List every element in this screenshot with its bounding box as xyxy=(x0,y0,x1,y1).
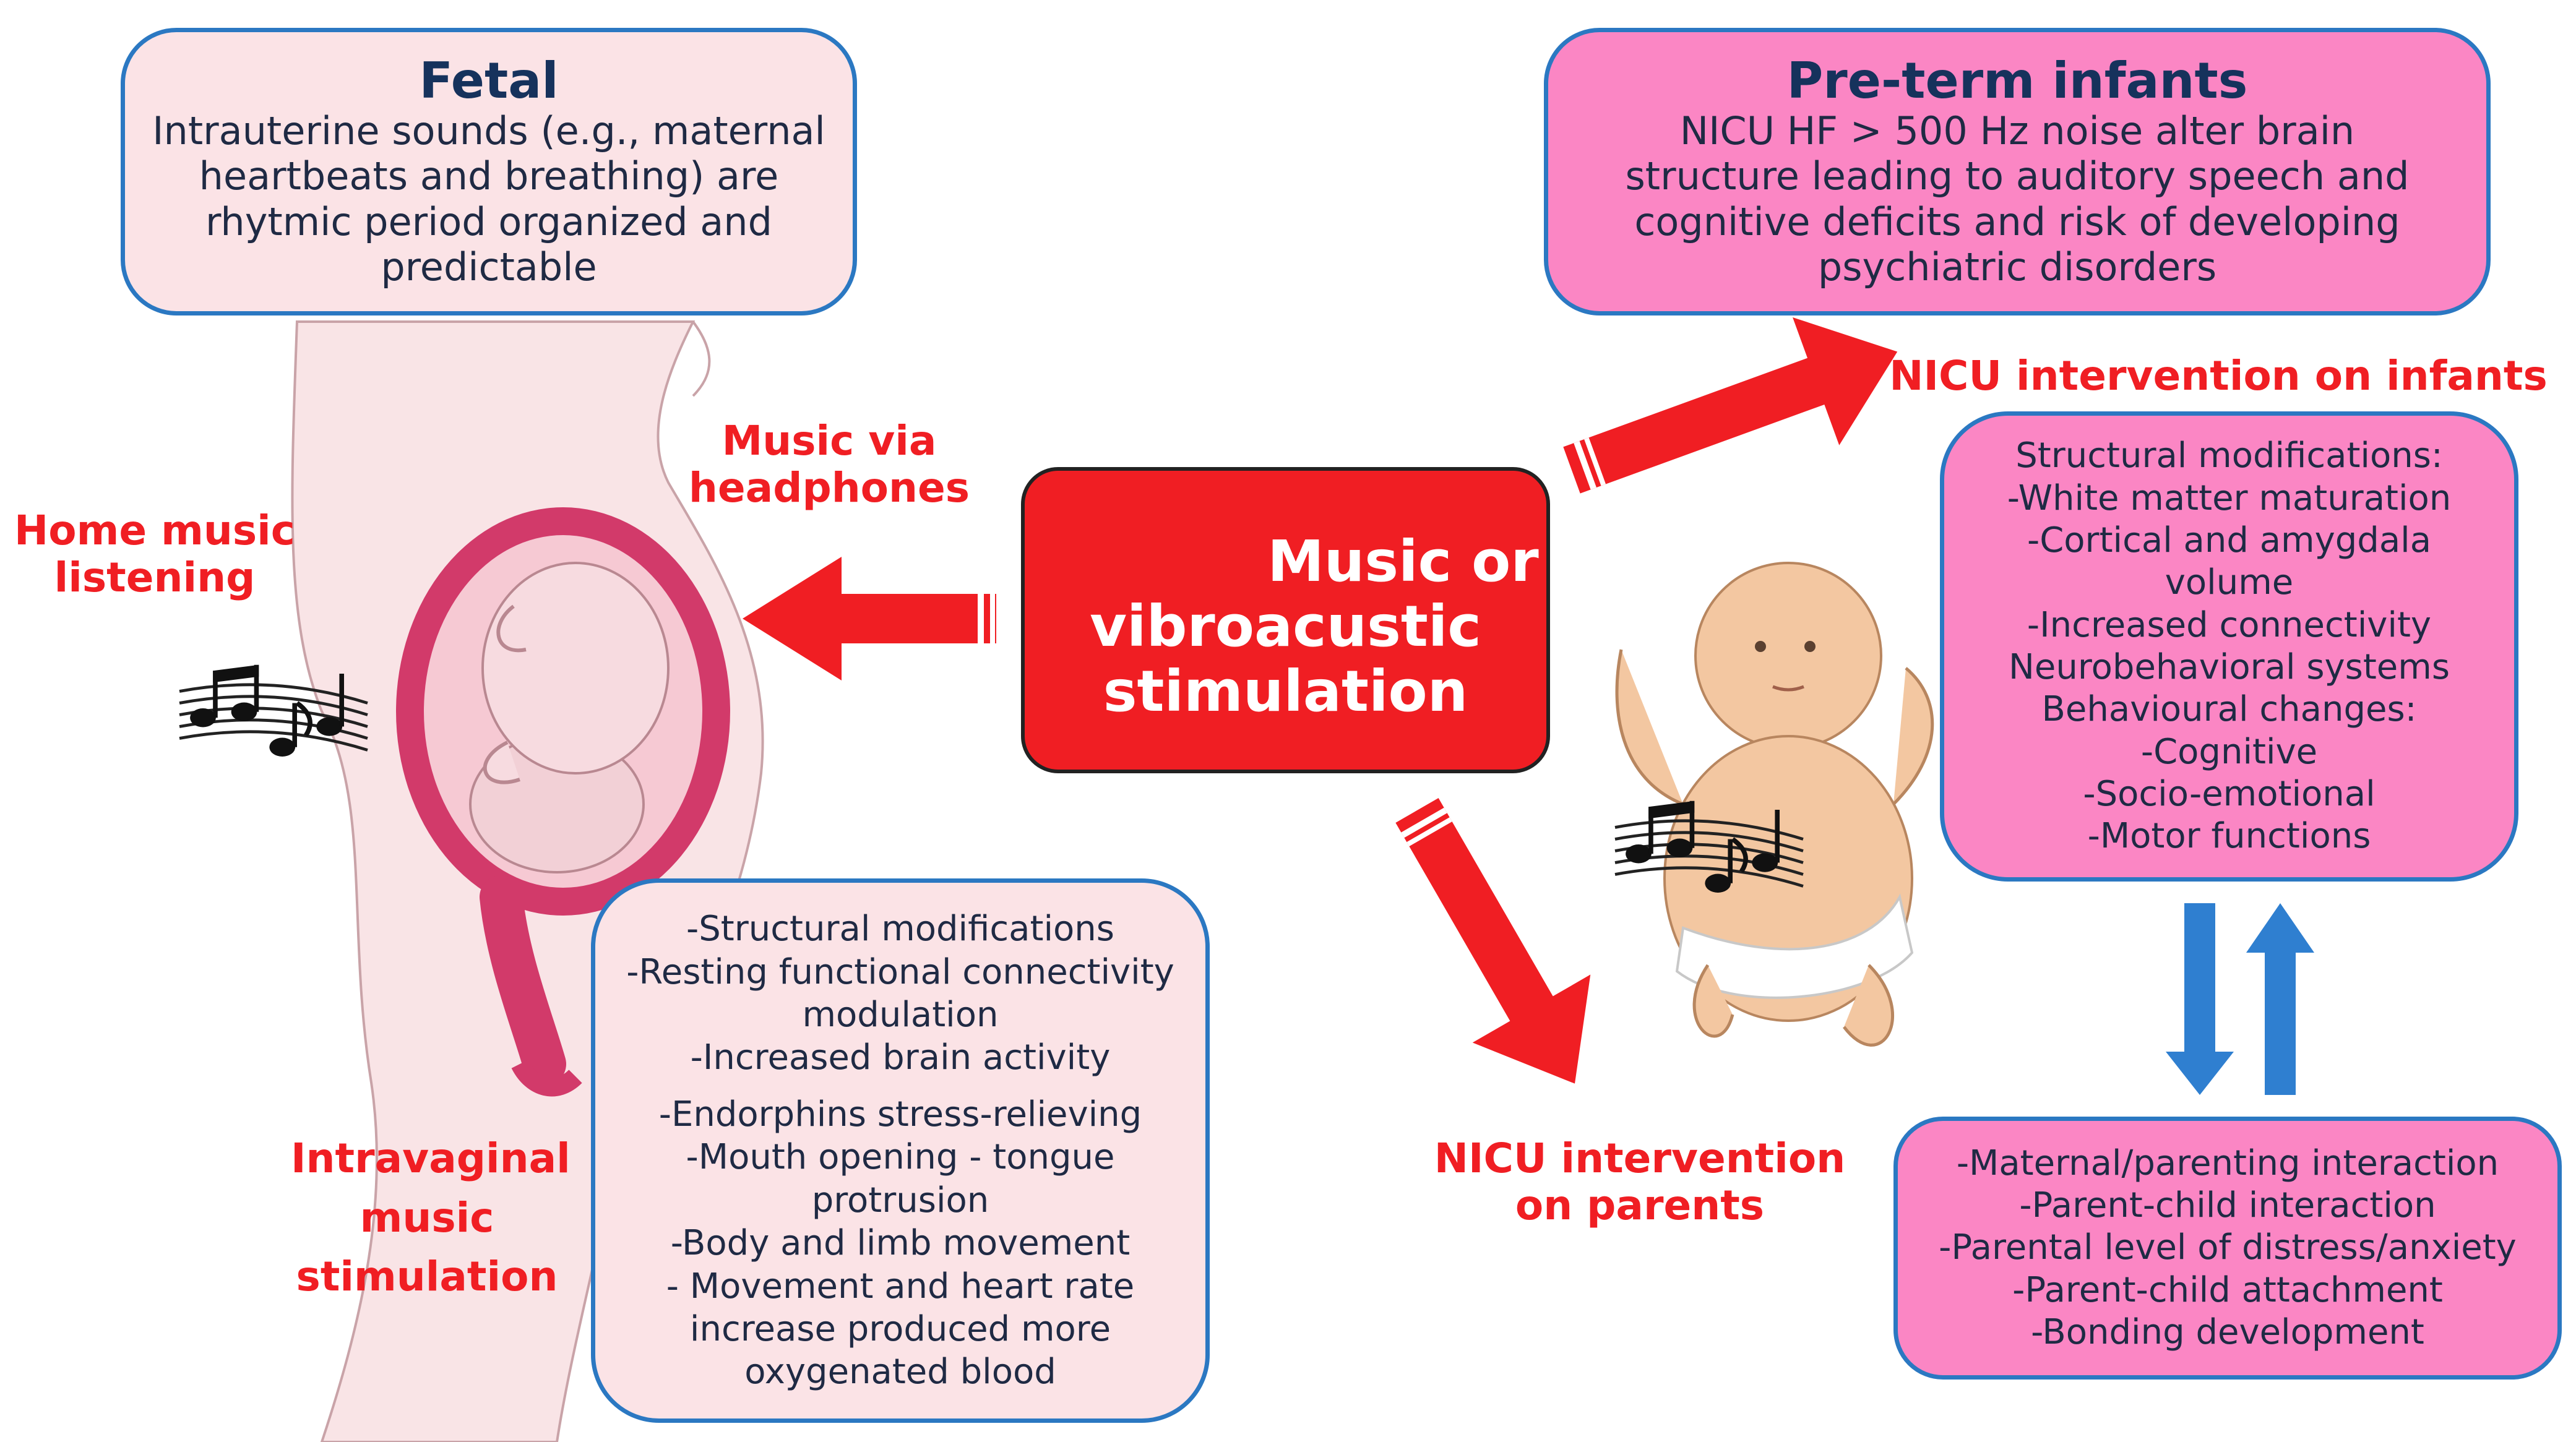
label-line: on parents xyxy=(1515,1181,1765,1229)
fetal-line: heartbeats and breathing) are xyxy=(199,153,779,199)
effect-item: -Increased brain activity xyxy=(690,1037,1111,1078)
effect-item: -Endorphins stress-relieving xyxy=(658,1094,1142,1135)
label-line: Intravaginal xyxy=(291,1135,571,1182)
preterm-title: Pre-term infants xyxy=(1786,52,2248,110)
effect-item: Behavioural changes: xyxy=(2041,689,2417,730)
label-line: headphones xyxy=(688,463,970,512)
label-line: NICU intervention on infants xyxy=(1889,352,2548,400)
center-line: Music or xyxy=(1267,528,1539,594)
nicu-parents-label: NICU intervention on parents xyxy=(1423,1135,1856,1229)
fetal-effects-group2: -Endorphins stress-relieving -Mouth open… xyxy=(659,1093,1142,1394)
effect-item: -Parent-child interaction xyxy=(2019,1185,2436,1226)
effect-item: modulation xyxy=(802,994,999,1035)
parent-effects-box: -Maternal/parenting interaction -Parent-… xyxy=(1893,1117,2562,1380)
arrow-icon xyxy=(1395,798,1591,1084)
fetal-line: Intrauterine sounds (e.g., maternal xyxy=(152,108,825,154)
effect-item: -Bonding development xyxy=(2031,1311,2424,1352)
effect-item: protrusion xyxy=(811,1180,989,1221)
effect-item: -Mouth opening - tongue xyxy=(686,1137,1115,1178)
effect-item: - Movement and heart rate xyxy=(666,1266,1135,1307)
effect-item: increase produced more xyxy=(689,1309,1111,1350)
fetal-description: Intrauterine sounds (e.g., maternal hear… xyxy=(152,108,825,290)
effect-item: -Resting functional connectivity xyxy=(626,951,1174,992)
effect-item: -White matter maturation xyxy=(2007,478,2452,518)
effect-item: -Increased connectivity xyxy=(2027,604,2432,645)
preterm-line: psychiatric disorders xyxy=(1817,244,2217,290)
arrow-icon xyxy=(1563,317,1898,494)
infant-effects-list: Structural modifications: -White matter … xyxy=(2007,435,2452,857)
label-line: Home music xyxy=(14,507,295,554)
effect-item: -Maternal/parenting interaction xyxy=(1956,1143,2499,1183)
fetal-effects-group1: -Structural modifications -Resting funct… xyxy=(626,908,1174,1079)
preterm-description: NICU HF > 500 Hz noise alter brain struc… xyxy=(1625,108,2409,290)
baby-illustration xyxy=(1615,562,1934,1047)
preterm-box: Pre-term infants NICU HF > 500 Hz noise … xyxy=(1544,28,2491,315)
preterm-line: cognitive deficits and risk of developin… xyxy=(1634,199,2400,244)
pregnant-woman-illustration xyxy=(291,320,764,1442)
effect-item: volume xyxy=(2165,562,2294,603)
effect-item: -Socio-emotional xyxy=(2083,773,2376,814)
double-arrow-icon xyxy=(2166,903,2314,1095)
effect-item: -Cognitive xyxy=(2140,731,2318,772)
center-title: Music or vibroacustic stimulation xyxy=(1025,528,1546,724)
preterm-line: structure leading to auditory speech and xyxy=(1625,153,2410,199)
effect-item: -Parental level of distress/anxiety xyxy=(1939,1227,2517,1268)
label-line: NICU intervention xyxy=(1434,1135,1846,1182)
fetal-line: predictable xyxy=(381,244,597,290)
effect-item: -Structural modifications xyxy=(686,909,1114,950)
effect-item: -Motor functions xyxy=(2087,816,2371,857)
parent-effects-list: -Maternal/parenting interaction -Parent-… xyxy=(1939,1143,2517,1354)
label-line: music xyxy=(360,1193,494,1242)
effect-item: -Cortical and amygdala xyxy=(2027,520,2432,561)
effect-item: Neurobehavioral systems xyxy=(2009,647,2450,687)
music-notes-icon xyxy=(179,665,368,757)
arrow-icon xyxy=(743,557,996,680)
effect-item: -Parent-child attachment xyxy=(2012,1269,2443,1310)
preterm-line: NICU HF > 500 Hz noise alter brain xyxy=(1679,108,2355,154)
center-line: stimulation xyxy=(1103,658,1468,724)
intravaginal-label: Intravaginal music stimulation xyxy=(291,1129,571,1307)
center-line: vibroacustic xyxy=(1090,593,1481,659)
music-via-headphones-label: Music via headphones xyxy=(668,418,990,512)
effect-item: Structural modifications: xyxy=(2015,436,2443,476)
music-stimulation-box: Music or vibroacustic stimulation xyxy=(1021,467,1550,773)
label-line: listening xyxy=(54,553,256,601)
label-line: Music via xyxy=(722,417,937,465)
effect-item: oxygenated blood xyxy=(744,1352,1056,1393)
fetal-effects-box: -Structural modifications -Resting funct… xyxy=(591,878,1210,1423)
fetal-box: Fetal Intrauterine sounds (e.g., materna… xyxy=(121,28,857,315)
fetal-line: rhytmic period organized and xyxy=(205,199,772,244)
fetal-title: Fetal xyxy=(419,52,559,110)
nicu-infants-label: NICU intervention on infants xyxy=(1875,353,2562,400)
infant-effects-box: Structural modifications: -White matter … xyxy=(1940,411,2518,882)
home-music-listening-label: Home music listening xyxy=(6,507,303,601)
effect-item: -Body and limb movement xyxy=(670,1223,1131,1264)
label-line: stimulation xyxy=(296,1253,558,1301)
